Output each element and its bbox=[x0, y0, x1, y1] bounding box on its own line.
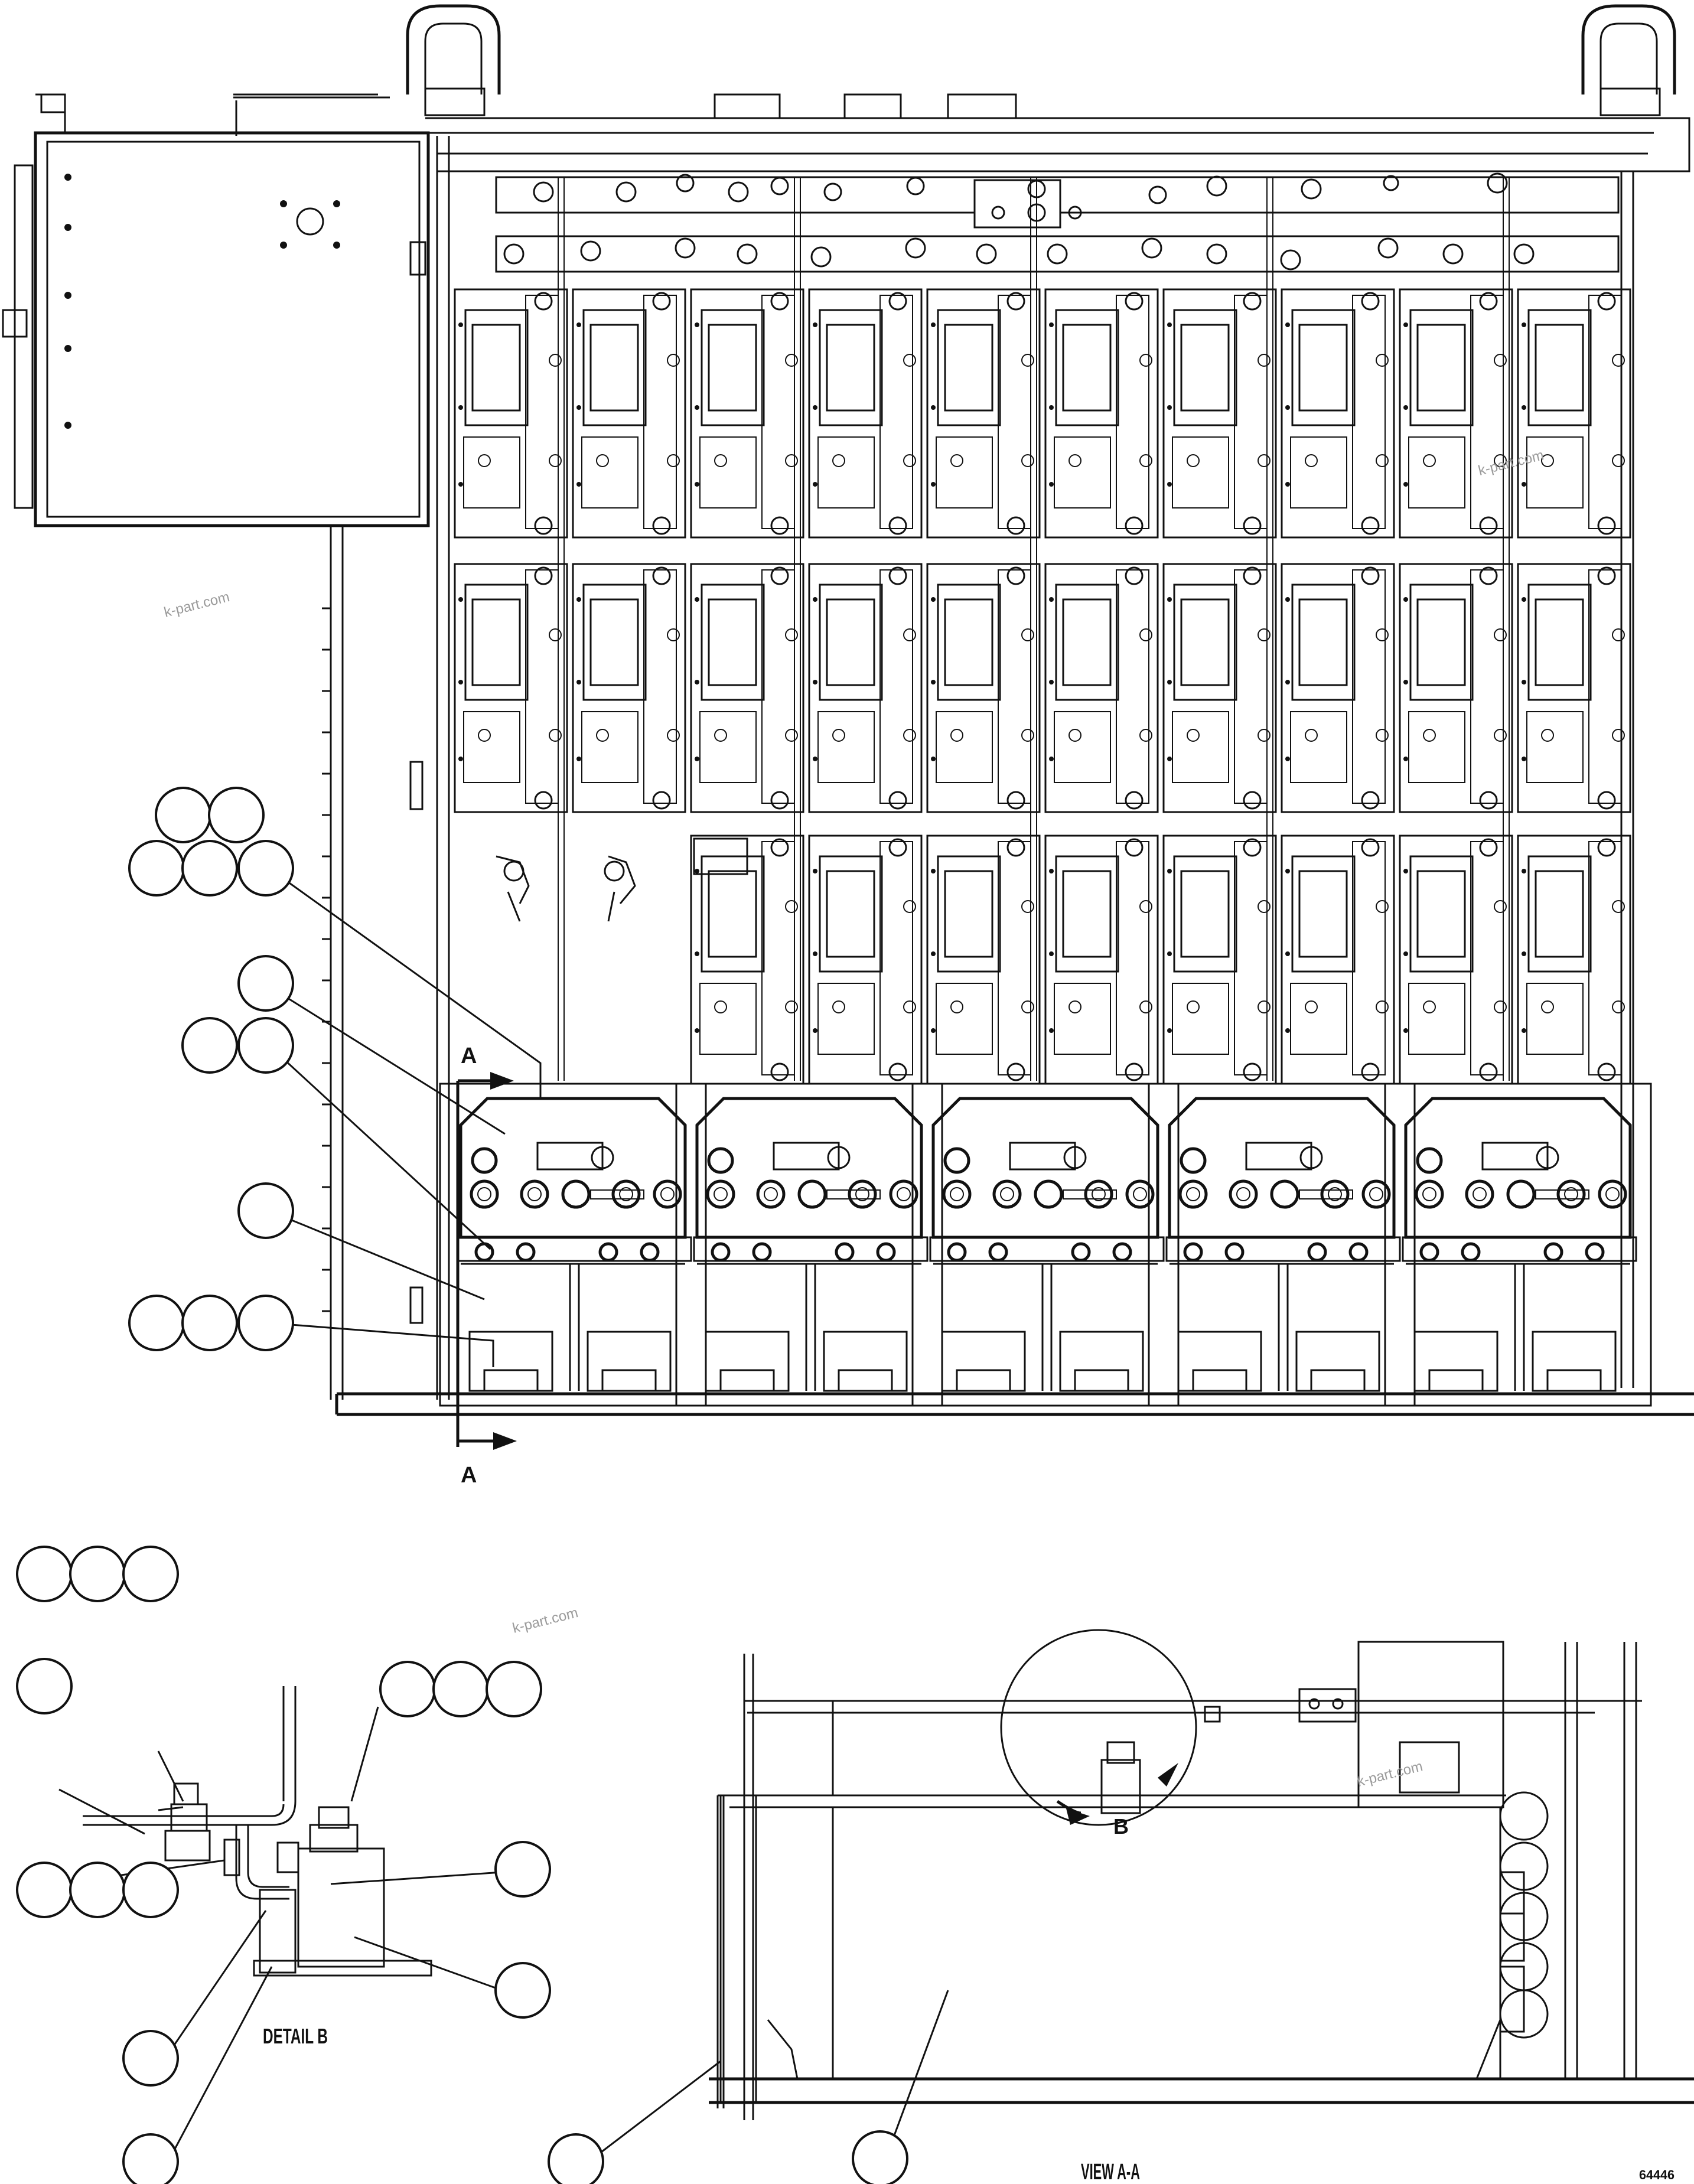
callout-balloon bbox=[16, 1862, 73, 1918]
callout-balloon bbox=[432, 1661, 489, 1717]
contactor-unit bbox=[911, 1083, 1180, 1407]
callout-balloon bbox=[128, 840, 185, 897]
battery-module bbox=[690, 835, 923, 1085]
battery-module bbox=[1399, 563, 1631, 813]
section-label-bottom: A bbox=[461, 1463, 477, 1488]
contactor-unit bbox=[1384, 1083, 1652, 1407]
main-cabinet-view bbox=[2, 4, 1694, 1416]
section-label-top: A bbox=[461, 1044, 477, 1068]
callout-balloon bbox=[128, 1295, 185, 1351]
terminal-lugs bbox=[496, 837, 748, 922]
callout-balloon bbox=[379, 1661, 436, 1717]
battery-module bbox=[1162, 835, 1395, 1085]
battery-module bbox=[690, 563, 923, 813]
battery-module bbox=[454, 288, 686, 539]
detail-ref-label: B bbox=[1113, 1814, 1129, 1839]
side-fittings bbox=[1499, 1791, 1549, 2039]
watermark: k-part.com bbox=[162, 589, 232, 621]
battery-module bbox=[1162, 288, 1395, 539]
callout-balloon bbox=[208, 787, 265, 843]
callout-balloon bbox=[548, 2133, 604, 2184]
view-title: VIEW A-A bbox=[1081, 2160, 1140, 2184]
callout-balloon bbox=[181, 840, 238, 897]
module-grid bbox=[454, 288, 1631, 1085]
callout-balloon bbox=[122, 2133, 179, 2184]
detail-b: DETAIL B bbox=[16, 1546, 551, 2184]
contactor-units bbox=[439, 1083, 1652, 1407]
drawing-number: 64446 bbox=[1639, 2167, 1675, 2182]
contactor-unit bbox=[1148, 1083, 1416, 1407]
junction-box bbox=[2, 93, 430, 527]
callout-balloon bbox=[494, 1962, 551, 2019]
main-callouts bbox=[128, 787, 542, 1367]
callout-balloon bbox=[494, 1841, 551, 1898]
callout-balloon bbox=[181, 1017, 238, 1074]
battery-module bbox=[926, 835, 1159, 1085]
callout-balloon bbox=[122, 2030, 179, 2087]
callout-balloon bbox=[155, 787, 211, 843]
battery-module bbox=[690, 288, 923, 539]
battery-module bbox=[926, 288, 1159, 539]
callout-balloon bbox=[237, 840, 294, 897]
battery-module bbox=[1162, 563, 1395, 813]
watermark: k-part.com bbox=[511, 1605, 580, 1637]
view-a-a: B VIEW A-A bbox=[548, 1629, 1694, 2184]
watermark: k-part.com bbox=[1356, 1758, 1425, 1790]
lifting-eye-left bbox=[406, 4, 501, 116]
callout-balloon bbox=[852, 2130, 908, 2184]
callout-balloon bbox=[16, 1658, 73, 1714]
section-a-arrows: A A bbox=[456, 1044, 517, 1488]
battery-module bbox=[1399, 835, 1631, 1085]
callout-balloon bbox=[486, 1661, 542, 1717]
callout-balloon bbox=[69, 1862, 126, 1918]
callout-balloon bbox=[237, 1017, 294, 1074]
detail-title: DETAIL B bbox=[263, 2024, 328, 2048]
lifting-eye-right bbox=[1581, 4, 1676, 116]
callout-balloon bbox=[181, 1295, 238, 1351]
callout-balloon bbox=[16, 1546, 73, 1602]
callout-balloon bbox=[237, 1295, 294, 1351]
contactor-unit bbox=[675, 1083, 943, 1407]
battery-module bbox=[1399, 288, 1631, 539]
detail-b-circle bbox=[1000, 1629, 1197, 1826]
callout-balloon bbox=[237, 1182, 294, 1239]
callout-balloon bbox=[122, 1862, 179, 1918]
contactor-unit bbox=[439, 1083, 707, 1407]
callout-balloon bbox=[69, 1546, 126, 1602]
battery-module bbox=[454, 563, 686, 813]
bus-bar-rows bbox=[495, 172, 1620, 273]
callout-balloon bbox=[237, 955, 294, 1012]
battery-module bbox=[926, 563, 1159, 813]
watermark: k-part.com bbox=[1477, 447, 1546, 479]
callout-balloon bbox=[122, 1546, 179, 1602]
